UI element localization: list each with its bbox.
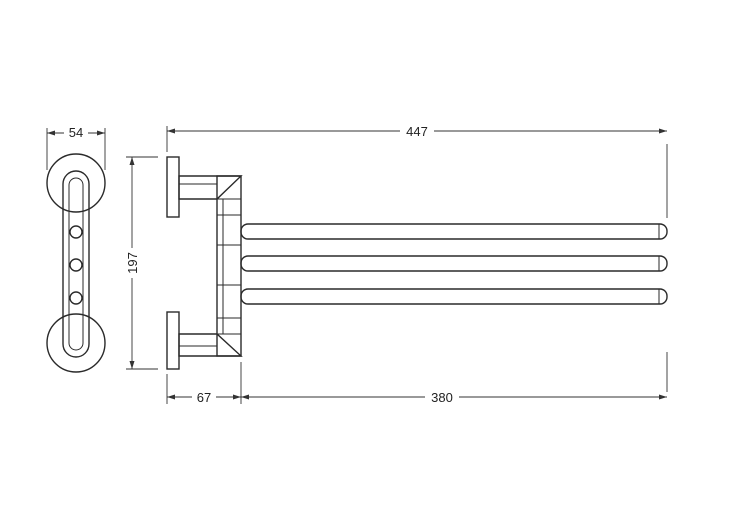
arm-3 (240, 288, 668, 305)
dim-label-197: 197 (125, 252, 140, 274)
height-dimension: 197 (124, 156, 158, 370)
vertical-column (216, 175, 242, 357)
arm-2 (240, 255, 668, 272)
front-view (166, 156, 668, 370)
side-body-inner (68, 177, 84, 351)
bottom-wall-plate (166, 311, 180, 370)
pivot-hole-2 (69, 258, 83, 272)
side-view: 54 (46, 125, 106, 373)
pivot-hole-3 (69, 291, 83, 305)
top-wall-plate (166, 156, 180, 218)
bottom-connector (178, 333, 243, 357)
bottom-dimensions: 67 380 (166, 352, 668, 405)
dim-label-67: 67 (197, 390, 211, 405)
pivot-hole-1 (69, 225, 83, 239)
dim-label-380: 380 (431, 390, 453, 405)
bottom-flange-outer (46, 313, 106, 373)
overall-length-dimension: 447 (166, 123, 668, 218)
dim-label-447: 447 (406, 124, 428, 139)
arm-1 (240, 223, 668, 240)
top-flange-outer (46, 153, 106, 213)
side-body (62, 170, 90, 358)
top-connector (178, 175, 243, 200)
dim-label-54: 54 (69, 125, 83, 140)
